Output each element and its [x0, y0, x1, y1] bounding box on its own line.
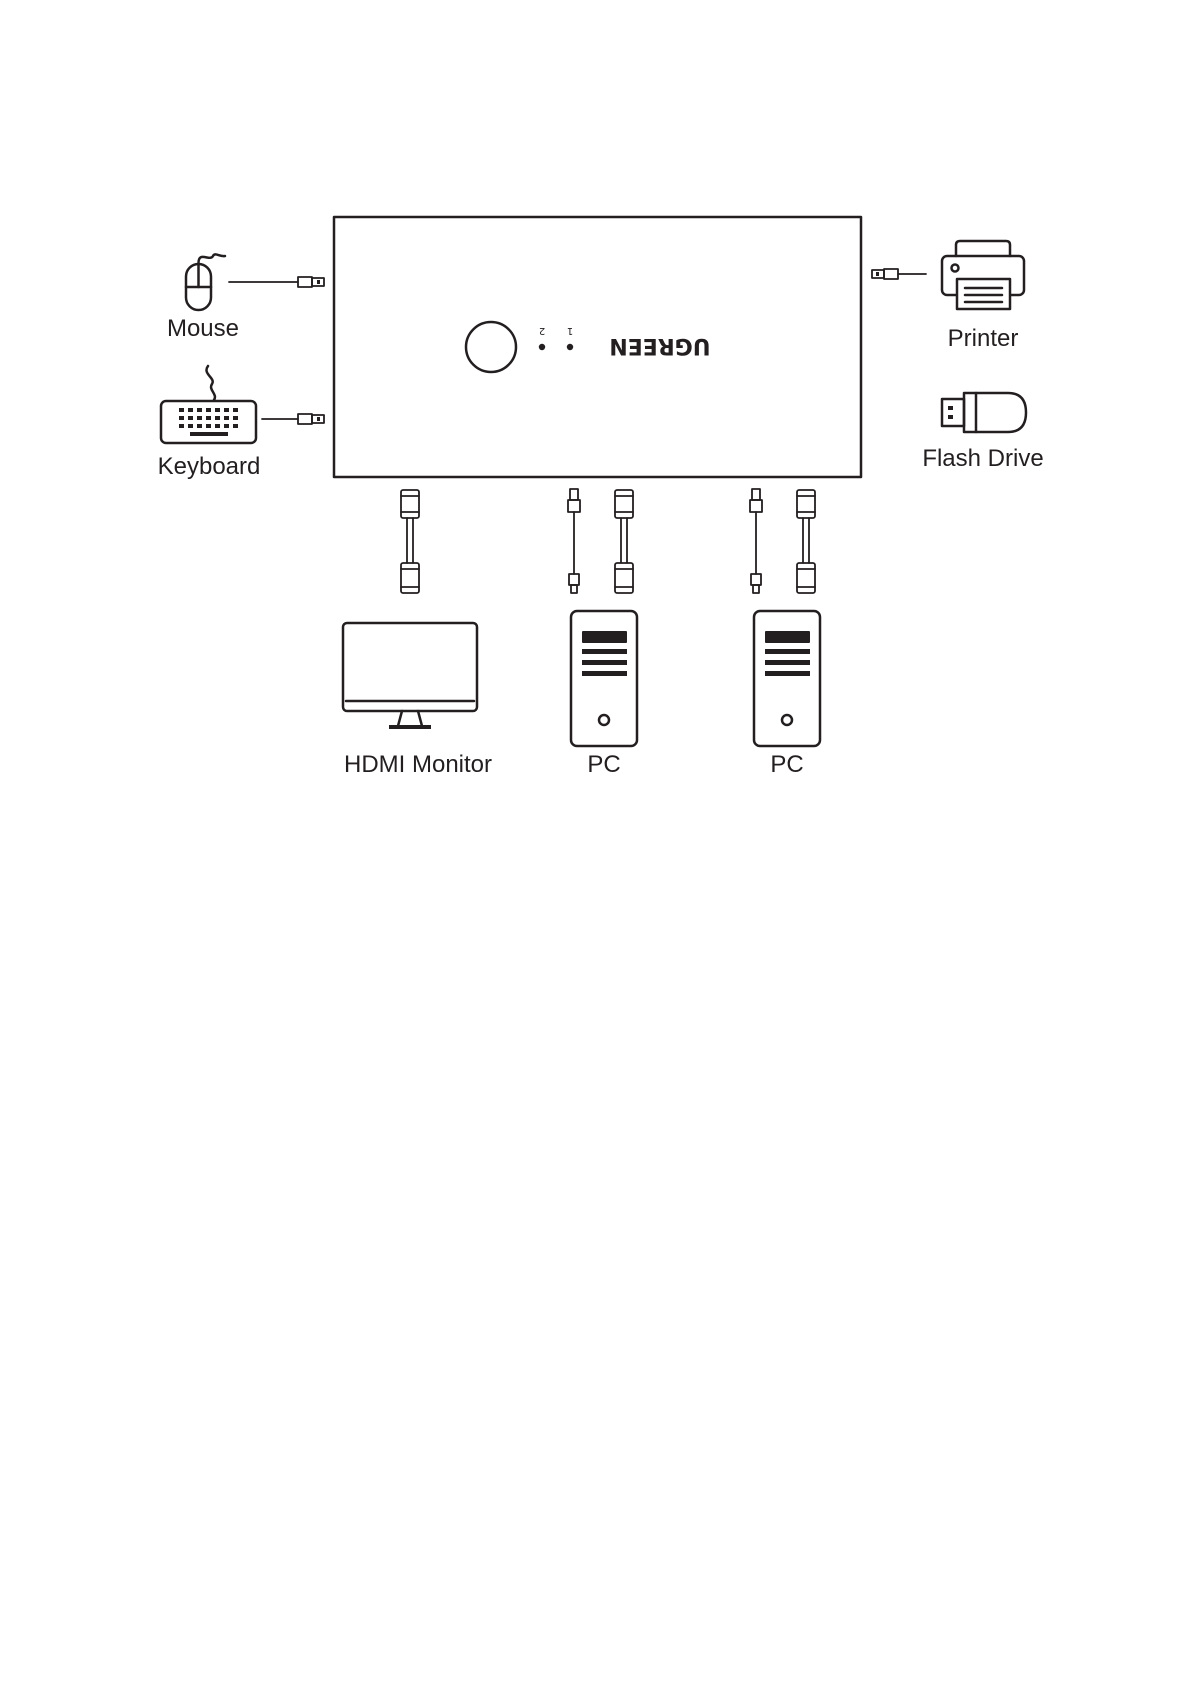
keyboard-label: Keyboard [158, 453, 261, 480]
pc2-hdmi-cable [797, 490, 815, 593]
printer-label: Printer [948, 325, 1019, 352]
pc1-hdmi-cable [615, 490, 633, 593]
flash-drive-label: Flash Drive [922, 445, 1043, 472]
switch-button [466, 322, 516, 372]
brand-logo: UGREEN [609, 333, 710, 358]
keyboard-icon [161, 366, 256, 443]
pc-2-label: PC [770, 751, 803, 778]
led-1-dot [567, 344, 573, 350]
mouse-usb-cable [229, 277, 324, 287]
keyboard-usb-cable [262, 414, 324, 424]
led-indicator-1: 1 [567, 325, 573, 350]
pc-tower-icon [754, 611, 820, 746]
kvm-switch: 2 1 UGREEN [334, 217, 861, 477]
printer-icon [942, 241, 1024, 309]
flash-drive-icon [942, 393, 1026, 432]
pc-tower-icon [571, 611, 637, 746]
pc2-usb-cable [750, 489, 762, 593]
pc1-usb-cable [568, 489, 580, 593]
led-indicator-2: 2 [539, 325, 545, 350]
monitor-label: HDMI Monitor [344, 751, 492, 778]
led-2-label: 2 [539, 325, 545, 336]
led-1-label: 1 [567, 325, 573, 336]
mouse-label: Mouse [167, 315, 239, 342]
monitor-hdmi-cable [401, 490, 419, 593]
led-2-dot [539, 344, 545, 350]
mouse-icon [186, 254, 225, 310]
kvm-switch-body [334, 217, 861, 477]
pc-1-label: PC [587, 751, 620, 778]
printer-usb-cable [872, 269, 926, 279]
monitor-icon [343, 623, 477, 729]
